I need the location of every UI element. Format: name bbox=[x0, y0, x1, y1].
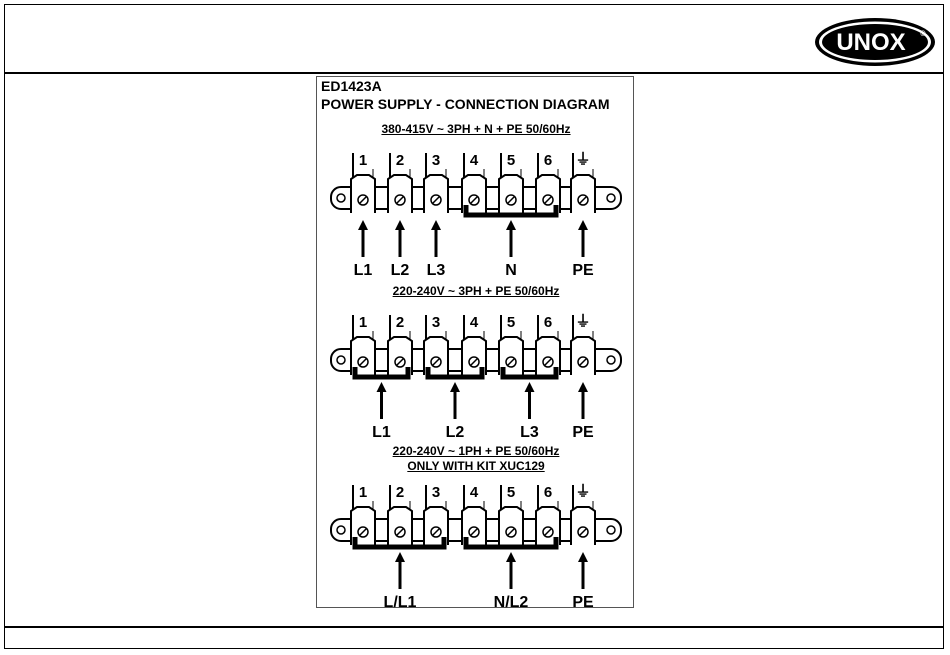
mount-hole bbox=[607, 194, 615, 202]
mount-hole bbox=[337, 356, 345, 364]
arrow-head bbox=[578, 552, 588, 562]
terminal-body bbox=[499, 507, 523, 545]
terminal-number-1-1: 1 bbox=[359, 152, 367, 169]
mount-hole bbox=[337, 194, 345, 202]
terminal-number-2-6: 6 bbox=[544, 314, 552, 331]
earth-icon: ⏚ bbox=[575, 483, 590, 500]
terminal-number-1-3: 3 bbox=[432, 152, 440, 169]
mount-hole bbox=[607, 356, 615, 364]
arrow-head bbox=[431, 220, 441, 230]
mount-hole bbox=[607, 526, 615, 534]
arrow-head bbox=[450, 382, 460, 392]
header-divider bbox=[4, 72, 944, 74]
terminal-number-3-1: 1 bbox=[359, 484, 367, 501]
terminal-body bbox=[571, 337, 595, 375]
supply-label-n: N bbox=[505, 262, 517, 279]
terminal-number-1-4: 4 bbox=[470, 152, 479, 169]
mount-hole bbox=[337, 526, 345, 534]
terminal-number-3-5: 5 bbox=[507, 484, 515, 501]
supply-label-l2: L2 bbox=[391, 262, 410, 279]
terminal-body bbox=[499, 175, 523, 213]
terminal-number-1-5: 5 bbox=[507, 152, 515, 169]
supply-label-l-l1: L/L1 bbox=[384, 594, 417, 609]
supply-label-l1: L1 bbox=[354, 262, 373, 279]
supply-label-l2: L2 bbox=[446, 424, 465, 441]
arrow-head bbox=[578, 220, 588, 230]
arrow-head bbox=[358, 220, 368, 230]
logo-text: UNOX bbox=[836, 29, 905, 56]
supply-label-pe: PE bbox=[572, 262, 594, 279]
arrow-head bbox=[506, 220, 516, 230]
arrow-head bbox=[377, 382, 387, 392]
terminal-number-3-3: 3 bbox=[432, 484, 440, 501]
connection-diagram-document: ED1423A POWER SUPPLY - CONNECTION DIAGRA… bbox=[316, 76, 634, 608]
arrow-head bbox=[578, 382, 588, 392]
supply-label-n-l2: N/L2 bbox=[494, 594, 529, 609]
terminal-number-2-5: 5 bbox=[507, 314, 515, 331]
supply-label-l3: L3 bbox=[427, 262, 446, 279]
terminal-body bbox=[351, 175, 375, 213]
supply-label-pe: PE bbox=[572, 594, 594, 609]
terminal-number-3-6: 6 bbox=[544, 484, 552, 501]
terminal-number-3-2: 2 bbox=[396, 484, 404, 501]
terminal-number-2-4: 4 bbox=[470, 314, 479, 331]
terminal-body bbox=[571, 175, 595, 213]
supply-label-l3: L3 bbox=[520, 424, 539, 441]
supply-label-pe: PE bbox=[572, 424, 594, 441]
terminal-number-1-2: 2 bbox=[396, 152, 404, 169]
supply-label-l1: L1 bbox=[372, 424, 391, 441]
terminal-body bbox=[571, 507, 595, 545]
terminal-number-2-1: 1 bbox=[359, 314, 367, 331]
earth-icon: ⏚ bbox=[575, 151, 590, 168]
terminal-body bbox=[388, 507, 412, 545]
arrow-head bbox=[525, 382, 535, 392]
footer-divider bbox=[4, 626, 944, 628]
arrow-head bbox=[506, 552, 516, 562]
terminal-number-1-6: 6 bbox=[544, 152, 552, 169]
terminal-number-2-2: 2 bbox=[396, 314, 404, 331]
arrow-head bbox=[395, 220, 405, 230]
registered-mark: ® bbox=[920, 30, 926, 38]
unox-logo: UNOX ® bbox=[813, 16, 937, 68]
terminal-body bbox=[424, 175, 448, 213]
terminal-body bbox=[388, 175, 412, 213]
earth-icon: ⏚ bbox=[575, 313, 590, 330]
terminal-number-2-3: 3 bbox=[432, 314, 440, 331]
terminal-number-3-4: 4 bbox=[470, 484, 479, 501]
arrow-head bbox=[395, 552, 405, 562]
